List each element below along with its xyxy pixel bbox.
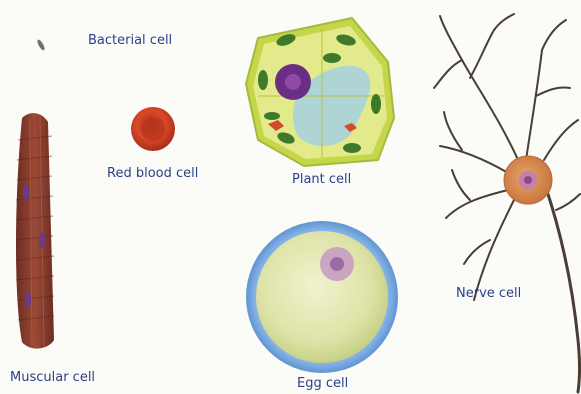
label-plant-cell: Plant cell [292, 172, 351, 187]
muscular-cell-illustration [16, 113, 54, 349]
label-red-blood-cell: Red blood cell [107, 166, 198, 181]
red-blood-cell-illustration [131, 107, 175, 151]
label-bacterial-cell: Bacterial cell [88, 33, 172, 48]
label-egg-cell: Egg cell [297, 376, 348, 391]
label-muscular-cell: Muscular cell [10, 370, 95, 385]
nerve-cell-illustration [434, 14, 580, 392]
egg-cell-illustration [246, 221, 398, 373]
label-nerve-cell: Nerve cell [456, 286, 521, 301]
bacterial-cell-illustration [36, 39, 46, 52]
plant-cell-illustration [246, 18, 394, 166]
